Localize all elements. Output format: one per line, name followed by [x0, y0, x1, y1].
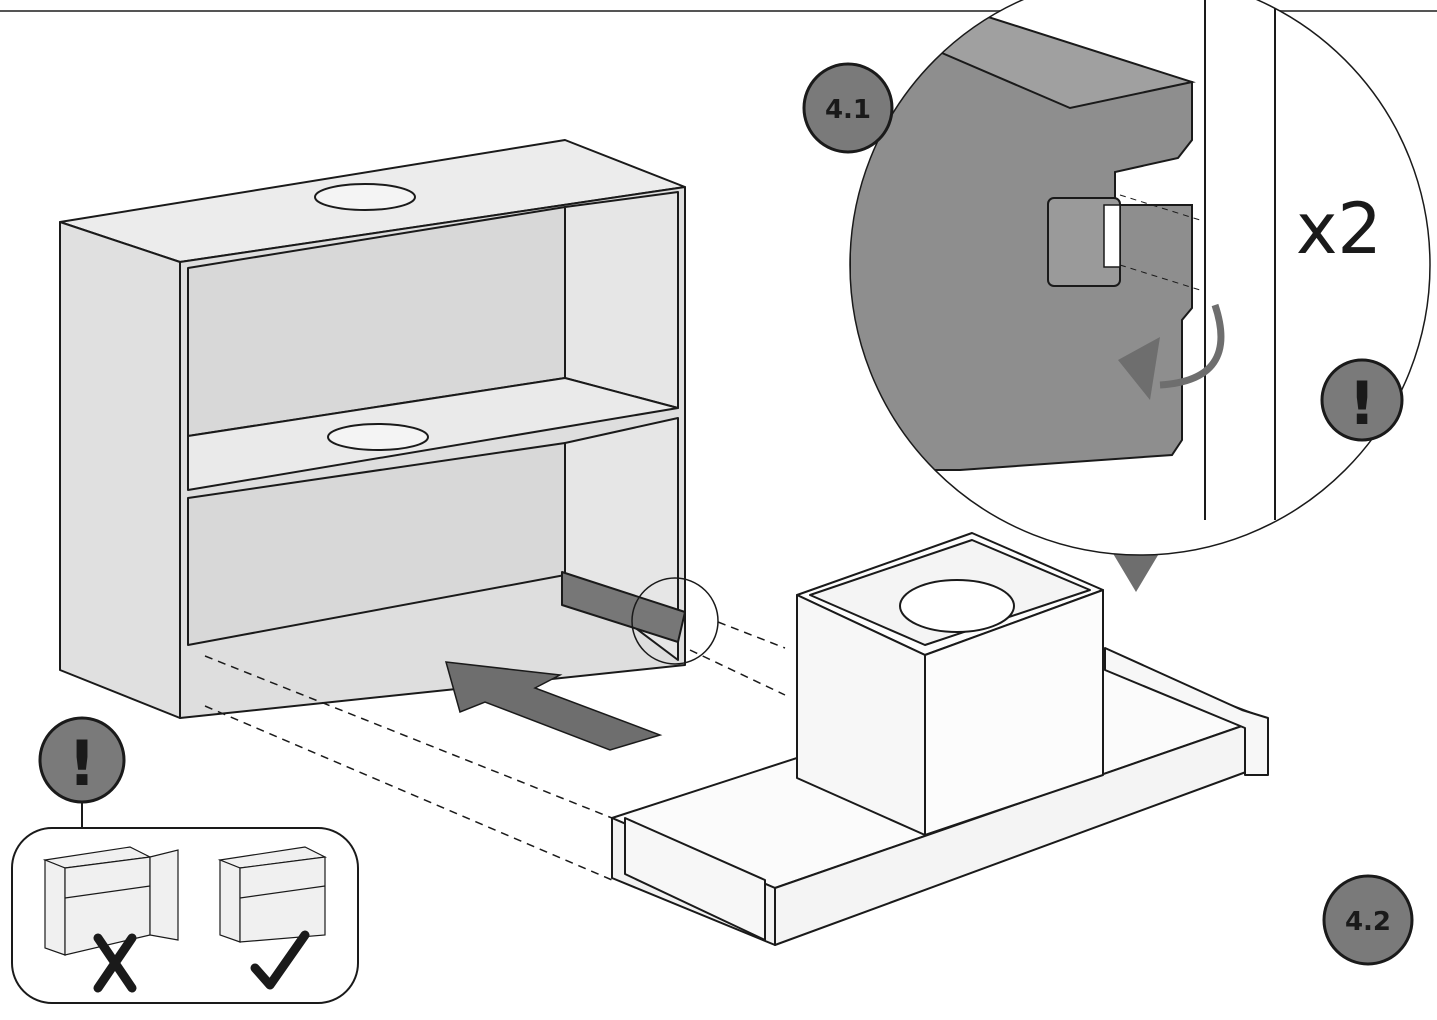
warning-icon: ! — [38, 716, 126, 804]
step-number-detail: 4.1 — [825, 95, 871, 125]
warning-inset: ! — [11, 716, 359, 1004]
step-number-main: 4.2 — [1345, 907, 1391, 937]
cooker-hood — [611, 532, 1269, 946]
quantity-multiplier: x2 — [1296, 188, 1382, 270]
cross-mark-icon — [93, 933, 137, 993]
warning-glyph: ! — [68, 727, 96, 800]
warning-glyph: ! — [1348, 369, 1375, 439]
incorrect-cabinet — [42, 846, 179, 956]
detail-view — [849, 0, 1431, 556]
step-badge-main: 4.2 — [1322, 874, 1414, 966]
warning-icon: ! — [1320, 358, 1404, 442]
push-arrow-icon — [444, 661, 663, 751]
guide-lines — [204, 621, 786, 881]
step-badge-detail: 4.1 — [802, 62, 894, 154]
correct-cabinet — [217, 846, 328, 943]
wall-cabinet — [59, 139, 686, 719]
check-mark-icon — [250, 930, 310, 990]
detail-callout-circle — [631, 577, 719, 665]
